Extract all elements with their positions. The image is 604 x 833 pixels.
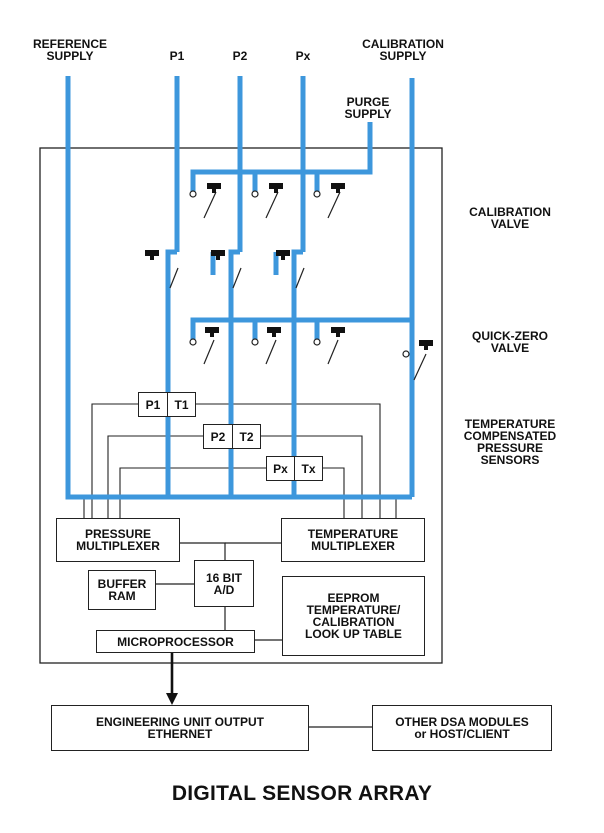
middle-valve-switches xyxy=(169,267,305,289)
px-label: Px xyxy=(295,49,311,63)
sensor-p1: P1 xyxy=(138,392,168,417)
sensor-p2: P2 xyxy=(203,424,233,449)
sensor-tx: Tx xyxy=(294,456,323,481)
p1-label: P1 xyxy=(169,49,185,63)
calibration-valve-switches xyxy=(189,190,341,219)
buffer-ram: BUFFER RAM xyxy=(88,570,156,610)
diagram-title: DIGITAL SENSOR ARRAY xyxy=(171,782,433,805)
quick-zero-valve-actuators xyxy=(205,327,433,350)
eeprom-lookup-table: EEPROM TEMPERATURE/ CALIBRATION LOOK UP … xyxy=(282,576,425,656)
middle-valve-actuators xyxy=(145,250,290,260)
purge-supply-label: PURGE SUPPLY xyxy=(344,95,392,121)
pressure-multiplexer: PRESSURE MULTIPLEXER xyxy=(56,518,180,562)
calibration-supply-label: CALIBRATION SUPPLY xyxy=(362,37,444,63)
calibration-valve-label: CALIBRATION VALVE xyxy=(469,205,551,231)
calibration-valve-actuators xyxy=(207,183,345,193)
quick-zero-valve-label: QUICK-ZERO VALVE xyxy=(472,329,548,355)
quick-zero-valve-switches xyxy=(189,338,427,381)
p2-label: P2 xyxy=(232,49,248,63)
sensors-label: TEMPERATURE COMPENSATED PRESSURE SENSORS xyxy=(463,417,557,467)
temperature-multiplexer: TEMPERATURE MULTIPLEXER xyxy=(281,518,425,562)
sensor-wiring xyxy=(83,403,397,518)
sensor-px: Px xyxy=(266,456,295,481)
adc-16-bit: 16 BIT A/D xyxy=(194,560,254,607)
sensor-t1: T1 xyxy=(167,392,196,417)
other-dsa-modules: OTHER DSA MODULES or HOST/CLIENT xyxy=(372,705,552,751)
engineering-unit-output: ENGINEERING UNIT OUTPUT ETHERNET xyxy=(51,705,309,751)
reference-supply-label: REFERENCE SUPPLY xyxy=(32,37,107,63)
microprocessor: MICROPROCESSOR xyxy=(96,630,255,653)
sensor-t2: T2 xyxy=(232,424,261,449)
block-wiring xyxy=(156,542,372,728)
output-arrow xyxy=(166,653,178,705)
